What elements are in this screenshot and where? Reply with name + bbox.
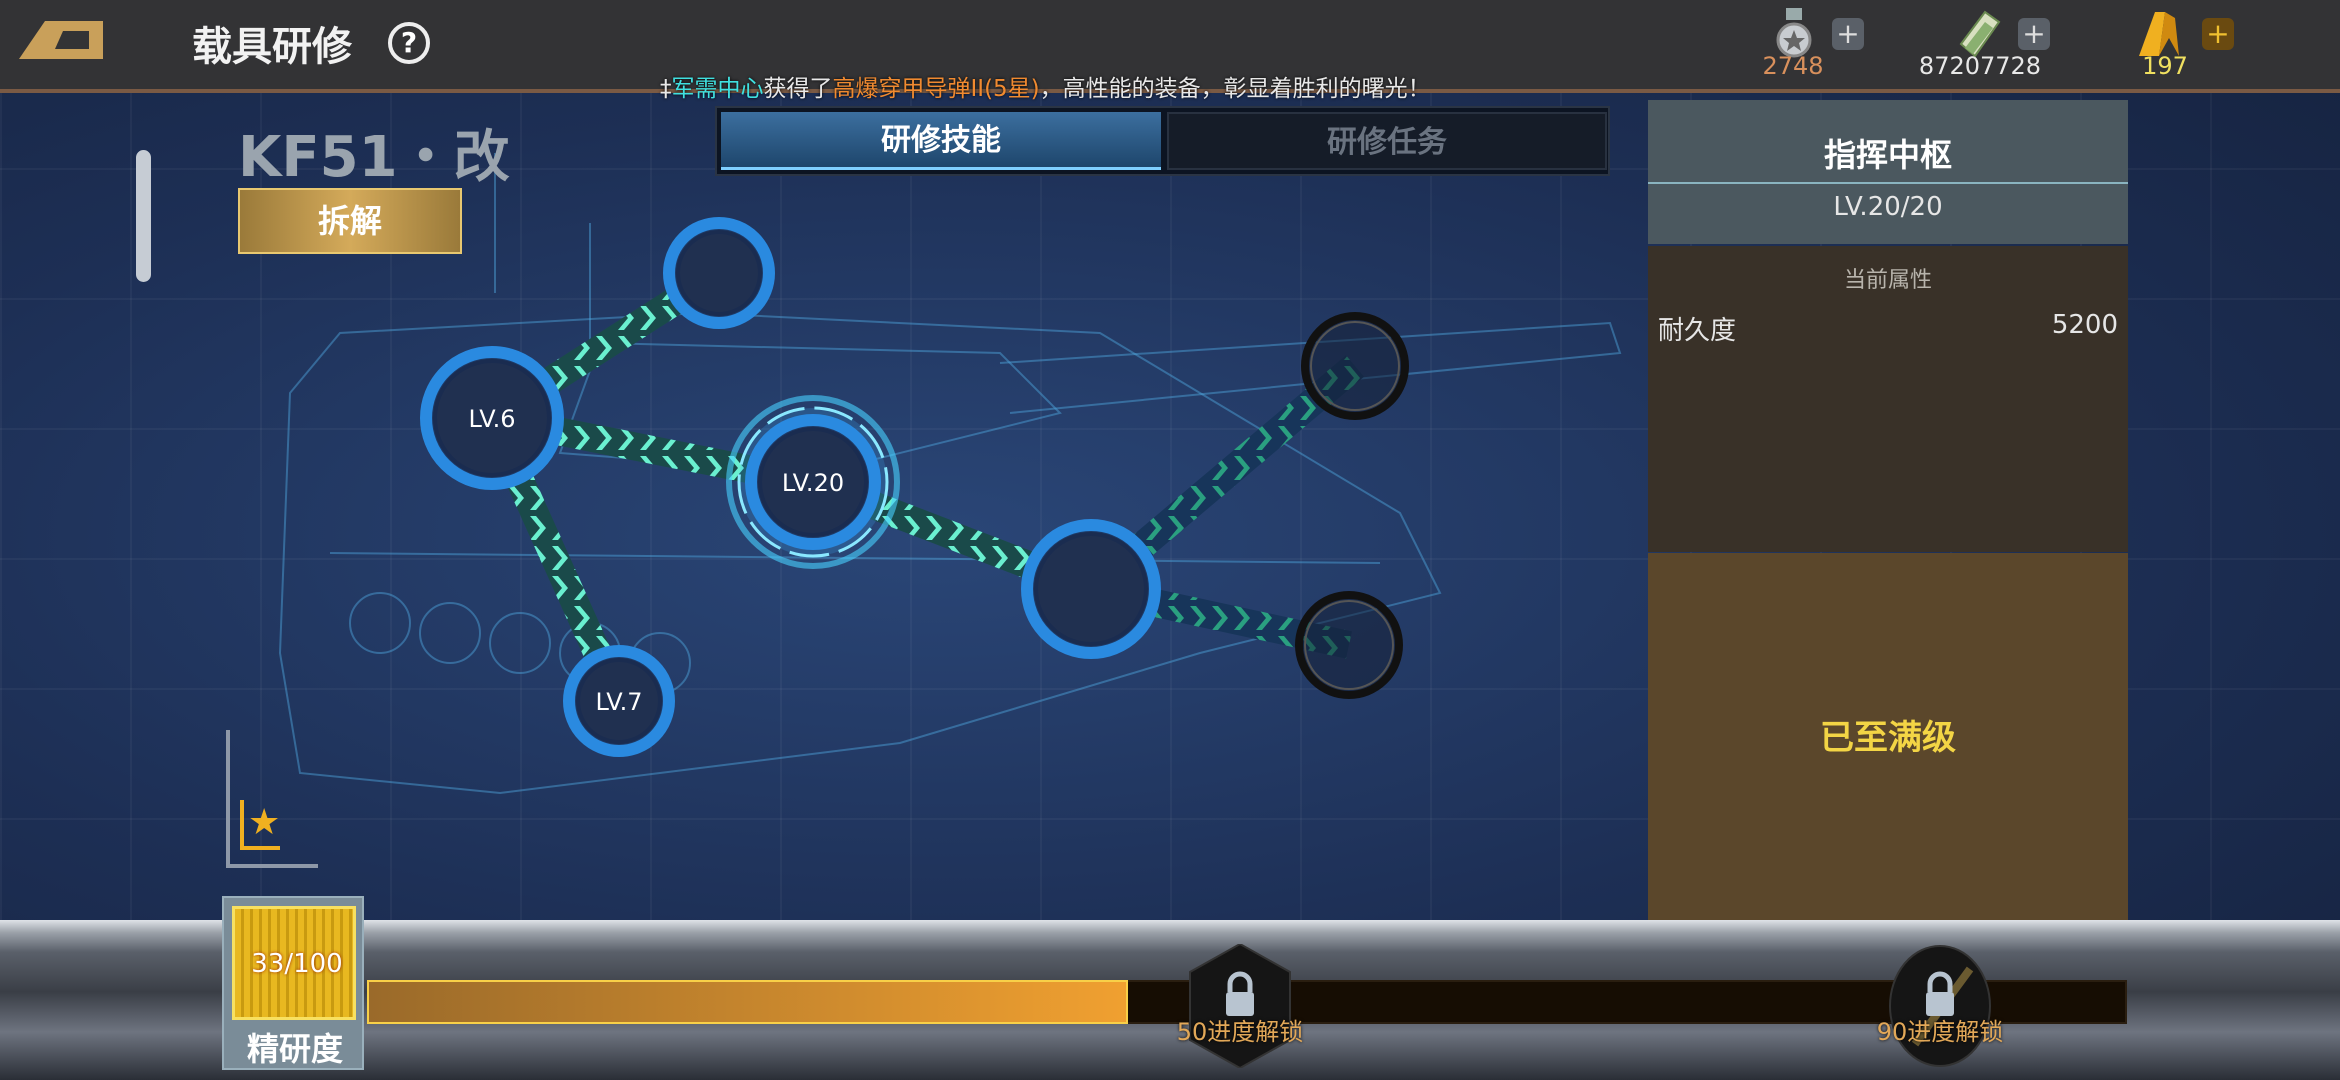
page-title: 载具研修 <box>192 24 352 70</box>
skill-name: 指挥中枢 <box>1823 136 1952 174</box>
node-level: LV.20 <box>782 469 844 497</box>
node-core <box>576 658 662 744</box>
medal-count: 2748 <box>1762 52 1824 80</box>
cash-count: 87207728 <box>1918 52 2042 80</box>
milestone-50-label: 50进度解锁 <box>1176 1018 1304 1046</box>
cash-icon <box>1959 10 2001 58</box>
add-gold-button[interactable]: + <box>2202 18 2234 50</box>
star-badge-icon: 33/100 <box>232 906 356 1020</box>
gold-count: 197 <box>2142 52 2188 80</box>
ticker-item: 高爆穿甲导弹II(5星) <box>832 76 1040 102</box>
skill-node[interactable]: LV.6 <box>420 346 564 490</box>
node-core <box>1304 600 1394 690</box>
max-level-section <box>1648 553 2128 965</box>
dismantle-button[interactable]: 拆解 <box>238 188 462 254</box>
node-core <box>676 230 762 316</box>
node-core <box>433 359 551 477</box>
top-bar: 载具研修 ? + 2748 + 87207728 + 197 <box>0 0 2340 93</box>
skill-node[interactable] <box>1021 519 1161 659</box>
ticker-player: 军需中心 <box>671 76 764 102</box>
ticker-prefix: ‡ <box>660 76 672 102</box>
selection-glow <box>726 395 900 569</box>
scrollbar[interactable] <box>136 150 151 282</box>
research-degree-badge: 33/100 精研度 <box>222 896 364 1070</box>
star-rank-button[interactable]: ★ <box>226 730 318 868</box>
skill-node[interactable] <box>663 217 775 329</box>
add-cash-button[interactable]: + <box>2018 18 2050 50</box>
ticker-text: 获得了 <box>763 76 833 102</box>
tab-bar: 研修技能 研修任务 <box>715 106 1610 176</box>
divider <box>1648 182 2128 184</box>
tab-research-skills[interactable]: 研修技能 <box>721 112 1161 170</box>
node-core <box>758 427 868 537</box>
question-circle-icon[interactable]: ? <box>388 22 430 64</box>
star-icon: ★ <box>240 800 280 850</box>
node-core <box>1310 321 1400 411</box>
skill-node[interactable] <box>1295 591 1403 699</box>
gold-bar-icon <box>2139 12 2179 56</box>
attributes-section <box>1648 246 2128 552</box>
skill-node[interactable]: LV.7 <box>563 645 675 757</box>
node-level: LV.6 <box>469 405 516 433</box>
medal-icon <box>1776 8 1812 58</box>
max-level-label: 已至满级 <box>1820 718 1956 758</box>
node-ring <box>1295 591 1403 699</box>
broadcast-ticker: ‡军需中心获得了高爆穿甲导弹II(5星)，高性能的装备，彰显着胜利的曙光！ <box>660 76 1431 103</box>
milestone-90-lock-icon[interactable] <box>1885 944 1995 1068</box>
node-ring <box>1301 312 1409 420</box>
back-button[interactable] <box>15 15 107 63</box>
attribute-value: 5200 <box>2051 310 2118 340</box>
skill-node[interactable]: LV.20 <box>726 395 900 569</box>
progress-label: 精研度 <box>246 1030 343 1068</box>
node-level: LV.7 <box>596 688 643 716</box>
attribute-name: 耐久度 <box>1658 316 1737 346</box>
links <box>479 261 1365 707</box>
skill-node[interactable] <box>1301 312 1409 420</box>
progress-value: 33/100 <box>251 949 343 979</box>
skill-detail-panel: 指挥中枢 LV.20/20 当前属性 耐久度 5200 已至满级 <box>1648 100 2128 1020</box>
skill-level: LV.20/20 <box>1833 192 1943 222</box>
progress-fill <box>367 980 1128 1024</box>
vehicle-name: KF51・改 <box>238 125 510 190</box>
milestone-50-lock-icon[interactable] <box>1185 944 1295 1068</box>
milestone-90-label: 90进度解锁 <box>1876 1018 2004 1046</box>
attributes-title: 当前属性 <box>1843 268 1932 293</box>
ticker-suffix: ，高性能的装备，彰显着胜利的曙光！ <box>1039 76 1431 102</box>
add-medal-button[interactable]: + <box>1832 18 1864 50</box>
node-core <box>1034 532 1148 646</box>
tab-research-tasks[interactable]: 研修任务 <box>1167 112 1607 170</box>
panel-header <box>1648 100 2128 244</box>
